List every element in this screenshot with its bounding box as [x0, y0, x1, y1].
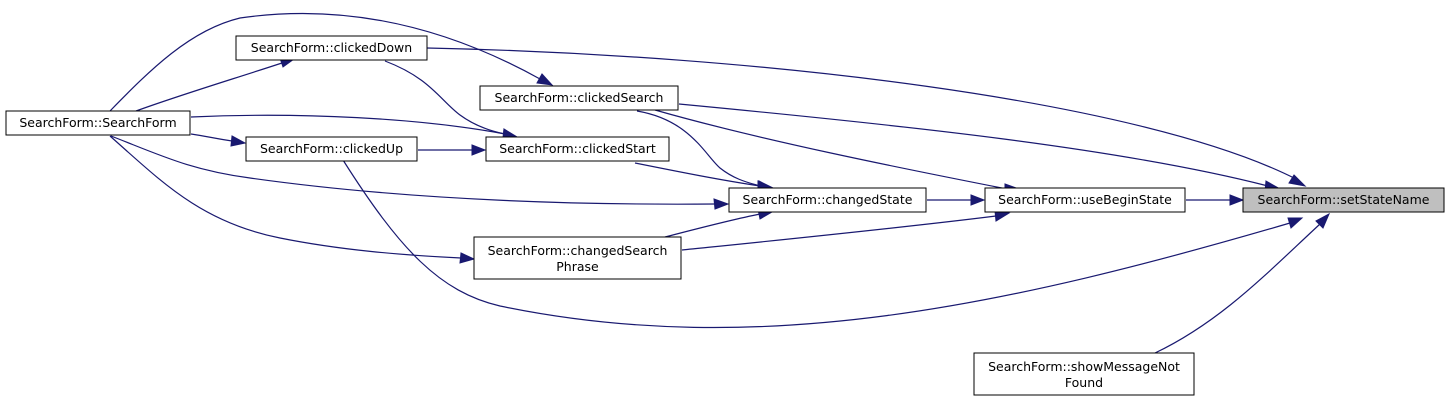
node-showMessageNotFound[interactable]: SearchForm::showMessageNot Found [973, 352, 1195, 396]
node-clickedStart[interactable]: SearchForm::clickedStart [485, 136, 670, 162]
edge-clickedStart-to-changedState [634, 162, 775, 192]
node-clickedDown[interactable]: SearchForm::clickedDown [235, 35, 428, 61]
edge-clickedSearch-to-setStateName [678, 103, 1282, 192]
edge-changedSearchPhrase-to-useBeginState [681, 210, 1011, 251]
edge-clickedUp-to-setStateName [342, 159, 1304, 329]
edge-clickedSearch-to-useBeginState [654, 109, 1021, 195]
node-SearchForm[interactable]: SearchForm::SearchForm [5, 110, 191, 136]
edge-changedState-to-useBeginState [927, 194, 986, 206]
node-label-line2: Found [1065, 375, 1103, 390]
node-setStateName[interactable]: SearchForm::setStateName [1242, 187, 1445, 213]
edge-clickedDown-to-setStateName [426, 47, 1307, 187]
node-label: SearchForm::useBeginState [998, 192, 1172, 207]
node-clickedSearch[interactable]: SearchForm::clickedSearch [479, 85, 679, 111]
edge-SearchForm-to-clickedUp [190, 133, 247, 147]
node-label-line2: Phrase [556, 259, 599, 274]
edge-SearchForm-to-clickedSearch [109, 12, 554, 112]
edges [109, 12, 1331, 354]
node-label-line1: SearchForm::showMessageNot [988, 359, 1180, 374]
edge-useBeginState-to-setStateName [1186, 194, 1245, 206]
node-clickedUp[interactable]: SearchForm::clickedUp [245, 136, 418, 162]
edge-SearchForm-to-changedState [110, 135, 730, 210]
nodes: SearchForm::setStateName SearchForm::use… [5, 35, 1445, 396]
node-label: SearchForm::clickedStart [499, 141, 656, 156]
edge-SearchForm-to-clickedStart [190, 114, 519, 140]
edge-changedSearchPhrase-to-changedState [664, 208, 774, 238]
node-label: SearchForm::setStateName [1258, 192, 1430, 207]
node-changedState[interactable]: SearchForm::changedState [728, 187, 927, 213]
node-label-line1: SearchForm::changedSearch [488, 243, 668, 258]
node-useBeginState[interactable]: SearchForm::useBeginState [984, 187, 1186, 213]
node-label: SearchForm::clickedUp [260, 141, 403, 156]
edge-SearchForm-to-changedSearchPhrase [109, 135, 476, 264]
node-label: SearchForm::SearchForm [19, 115, 176, 130]
node-label: SearchForm::changedState [743, 192, 913, 207]
node-changedSearchPhrase[interactable]: SearchForm::changedSearch Phrase [473, 236, 682, 280]
edge-showMessageNotFound-to-setStateName [1154, 212, 1331, 354]
edge-SearchForm-to-clickedDown [135, 57, 296, 112]
edge-clickedUp-to-clickedStart [418, 144, 487, 156]
node-label: SearchForm::clickedDown [251, 40, 412, 55]
node-label: SearchForm::clickedSearch [495, 90, 664, 105]
